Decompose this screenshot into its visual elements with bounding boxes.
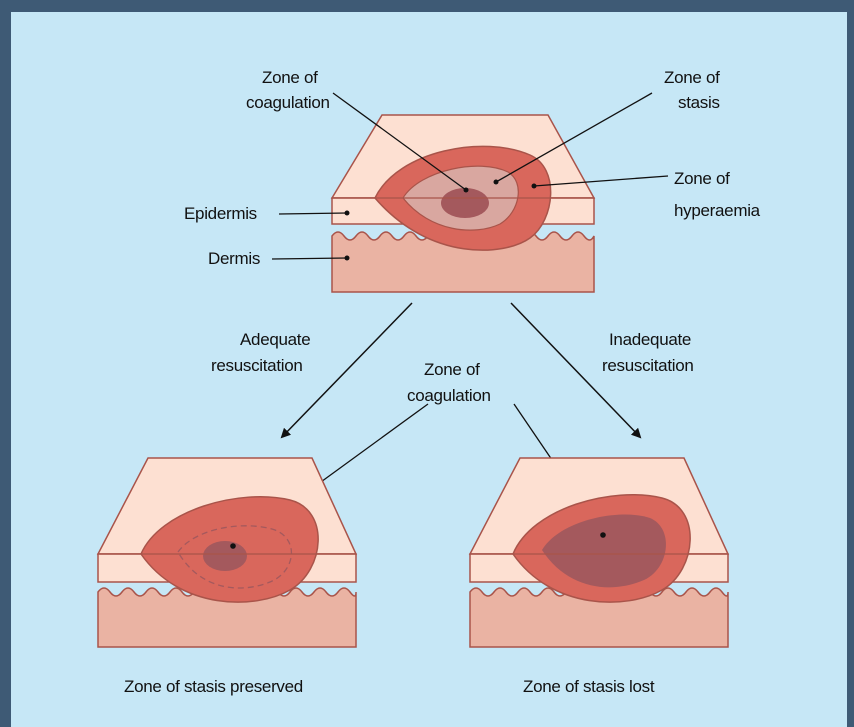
- label-zone-of-coagulation-line2: coagulation: [246, 93, 330, 112]
- label-inadequate-line1: Inadequate: [609, 330, 691, 349]
- top-zone-coagulation: [441, 188, 489, 218]
- label-dermis: Dermis: [208, 249, 260, 268]
- label-zone-of-stasis-line1: Zone of: [664, 68, 720, 87]
- label-epidermis: Epidermis: [184, 204, 257, 223]
- top-skin-block: [332, 115, 594, 292]
- label-zone-of-hyperaemia-line1: Zone of: [674, 169, 730, 188]
- label-zone-of-coagulation-line1: Zone of: [262, 68, 318, 87]
- label-zone-of-hyperaemia-line2: hyperaemia: [674, 201, 761, 220]
- label-middle-zone-of-coagulation-line2: coagulation: [407, 386, 491, 405]
- label-inadequate-line2: resuscitation: [602, 356, 694, 375]
- label-zone-of-stasis-line2: stasis: [678, 93, 720, 112]
- caption-stasis-preserved: Zone of stasis preserved: [124, 677, 303, 696]
- bottom-left-skin-block: [98, 458, 356, 647]
- left-zone-coagulation: [203, 541, 247, 571]
- label-adequate-line2: resuscitation: [211, 356, 303, 375]
- bottom-right-skin-block: [470, 458, 728, 647]
- label-adequate-line1: Adequate: [240, 330, 310, 349]
- label-middle-zone-of-coagulation-line1: Zone of: [424, 360, 480, 379]
- caption-stasis-lost: Zone of stasis lost: [523, 677, 655, 696]
